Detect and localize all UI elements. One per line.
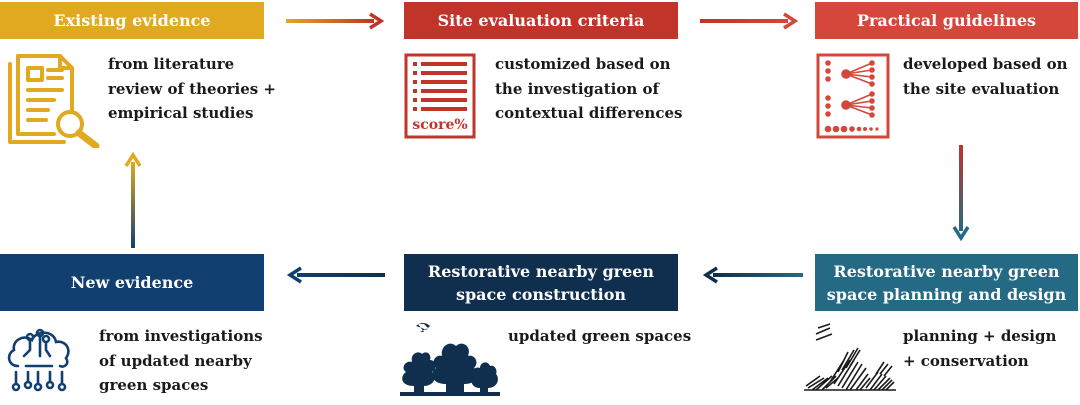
new-evidence-box: New evidence <box>0 254 264 311</box>
arrow-planning-to-construction <box>703 266 803 284</box>
construction-description: updated green spaces <box>508 327 692 345</box>
document-search-icon <box>8 54 100 148</box>
forest-bird-icon <box>400 323 500 396</box>
arrow-construction-to-new-evidence <box>287 266 385 284</box>
planning-box: Restorative nearby green space planning … <box>815 254 1078 311</box>
site-evaluation-box: Site evaluation criteria <box>404 2 678 39</box>
cloud-circuit-icon <box>7 328 70 392</box>
planning-title-line-2: space planning and design <box>826 284 1067 304</box>
practical-guidelines-title: Practical guidelines <box>856 11 1037 30</box>
score-label: score% <box>412 117 468 133</box>
site-evaluation-title: Site evaluation criteria <box>437 11 645 30</box>
new-evidence-description: from investigations of updated nearby gr… <box>99 327 263 394</box>
construction-title-line-1: Restorative nearby green <box>427 261 655 281</box>
practical-guidelines-box: Practical guidelines <box>815 2 1078 39</box>
sketched-trees-icon <box>804 323 896 391</box>
arrow-existing-to-criteria <box>286 12 385 30</box>
site-evaluation-description: customized based on the investigation of… <box>495 55 683 122</box>
existing-evidence-description: from literature review of theories + emp… <box>108 55 276 122</box>
new-evidence-title: New evidence <box>70 273 194 292</box>
arrow-guidelines-to-planning <box>952 145 970 242</box>
arrow-criteria-to-guidelines <box>700 12 799 30</box>
construction-title-line-2: space construction <box>455 284 627 304</box>
existing-evidence-title: Existing evidence <box>53 11 211 30</box>
practical-guidelines-description: developed based on the site evaluation <box>903 55 1068 98</box>
planning-title-line-1: Restorative nearby green <box>833 261 1060 281</box>
guideline-tree-icon <box>816 53 890 139</box>
planning-description: planning + design + conservation <box>903 327 1057 370</box>
score-sheet-icon: score% <box>404 53 476 139</box>
arrow-new-evidence-to-existing <box>124 152 142 248</box>
construction-box: Restorative nearby green space construct… <box>404 254 678 311</box>
existing-evidence-box: Existing evidence <box>0 2 264 39</box>
